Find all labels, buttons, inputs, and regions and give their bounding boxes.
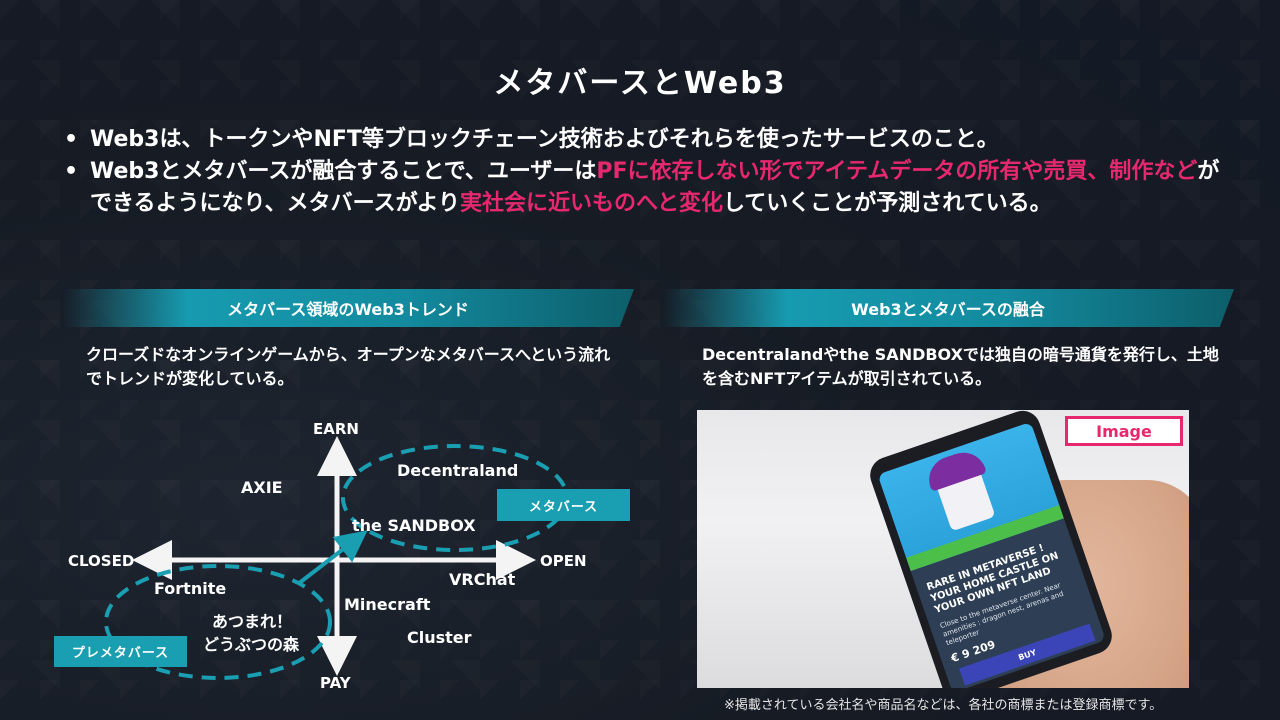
nft-land-phone-image: RARE IN METAVERSE ! YOUR HOME CASTLE ON …	[697, 410, 1189, 688]
axis-label-closed: CLOSED	[68, 552, 135, 570]
trend-arrow	[296, 530, 368, 586]
slide-title: メタバースとWeb3	[493, 66, 787, 101]
bullet-segment: Web3は、トークンやNFT等ブロックチェーン技術およびそれらを使ったサービスの…	[90, 127, 999, 152]
bullet-item-1: • Web3は、トークンやNFT等ブロックチェーン技術およびそれらを使ったサービ…	[52, 124, 1232, 156]
item-animal-crossing-line1: あつまれ！	[212, 612, 293, 631]
item-minecraft: Minecraft	[344, 595, 431, 614]
trend-quadrant-diagram: EARN PAY CLOSED OPEN AXIE Decentraland t…	[0, 400, 660, 700]
bullet-segment: ができるようになり、メタバースがより	[90, 159, 1220, 216]
trademark-footnote: ※掲載されている会社名や商品名などは、各社の商標または登録商標です。	[724, 698, 1163, 713]
item-the-sandbox: the SANDBOX	[352, 516, 476, 535]
left-description: クローズドなオンラインゲームから、オープンなメタバースへという流れでトレンドが変…	[86, 345, 611, 388]
item-animal-crossing-line2: どうぶつの森	[203, 635, 300, 654]
bullet-list: • Web3は、トークンやNFT等ブロックチェーン技術およびそれらを使ったサービ…	[52, 124, 1232, 220]
phone-screen: RARE IN METAVERSE ! YOUR HOME CASTLE ON …	[877, 421, 1106, 688]
quadrant-axes-svg	[104, 436, 569, 680]
bullet-segment: Web3とメタバースが融合することで、ユーザーは	[90, 159, 597, 184]
item-vrchat: VRChat	[449, 570, 516, 589]
axis-label-pay: PAY	[320, 674, 351, 692]
bullet-dot: •	[63, 127, 79, 152]
axis-label-earn: EARN	[313, 420, 359, 438]
left-section-banner: メタバース領域のWeb3トレンド	[62, 289, 634, 327]
tag-metaverse: メタバース	[497, 489, 630, 521]
bullet-text: Web3は、トークンやNFT等ブロックチェーン技術およびそれらを使ったサービスの…	[90, 124, 1232, 156]
item-axie: AXIE	[241, 478, 283, 497]
item-cluster: Cluster	[407, 628, 472, 647]
highlight-segment: PFに依存しない形でアイテムデータの所有や売買、制作など	[596, 159, 1198, 184]
axis-label-open: OPEN	[540, 552, 587, 570]
item-decentraland: Decentraland	[397, 461, 519, 480]
bullet-item-2: • Web3とメタバースが融合することで、ユーザーはPFに依存しない形でアイテム…	[52, 156, 1232, 220]
bullet-text: Web3とメタバースが融合することで、ユーザーはPFに依存しない形でアイテムデー…	[90, 156, 1232, 220]
highlight-segment: 実社会に近いものへと変化	[460, 191, 723, 216]
bullet-segment: していくことが予測されている。	[722, 191, 1052, 216]
right-section-banner: Web3とメタバースの融合	[662, 289, 1234, 327]
phone-illustration: RARE IN METAVERSE ! YOUR HOME CASTLE ON …	[865, 410, 1117, 688]
image-badge: Image	[1065, 416, 1183, 446]
pre-metaverse-ellipse	[104, 564, 332, 680]
right-description: Decentralandやthe SANDBOXでは独自の暗号通貨を発行し、土地…	[702, 345, 1219, 388]
tag-pre-metaverse: プレメタバース	[54, 636, 187, 667]
bullet-dot: •	[63, 159, 79, 184]
item-fortnite: Fortnite	[154, 579, 227, 598]
